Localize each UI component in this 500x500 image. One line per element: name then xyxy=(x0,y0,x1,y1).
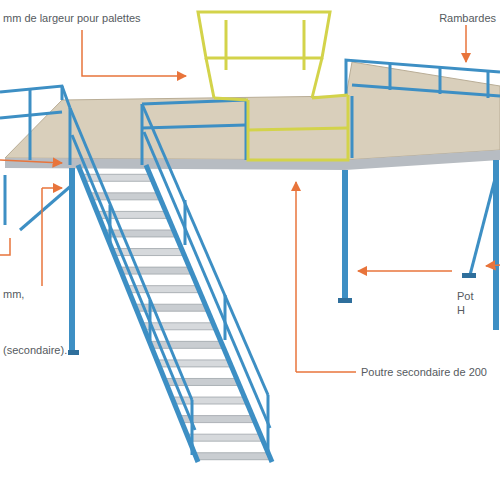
callout-label: H xyxy=(456,304,466,317)
callout-label: (secondaire). xyxy=(2,344,68,357)
stair-step xyxy=(187,434,263,441)
callout-label: mm de largeur pour palettes xyxy=(2,12,142,25)
callout-label: Rambardes xyxy=(438,12,497,25)
callout-label: Pot xyxy=(456,290,475,303)
stair-step xyxy=(194,453,271,460)
callout-label: Poutre secondaire de 200 xyxy=(360,366,488,379)
callout-label: mm, xyxy=(2,288,25,301)
